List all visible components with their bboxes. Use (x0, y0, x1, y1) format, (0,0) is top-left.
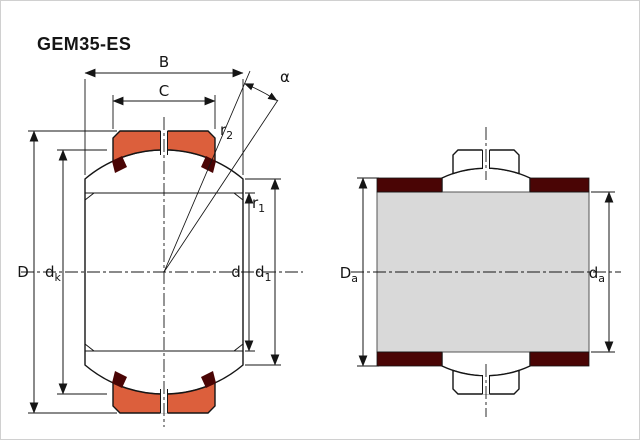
abutment-ring-top-right (529, 177, 590, 193)
dim-da: da (589, 191, 615, 353)
dim-C: C (112, 82, 216, 129)
lube-hole-bottom-walls (160, 389, 168, 413)
abutment-ring-bottom-left (376, 351, 443, 367)
dim-alpha-label: α (280, 68, 290, 86)
dim-d1: d1 (245, 178, 281, 366)
dim-dk-label: dk (45, 263, 62, 284)
abutment-ring-top-left (376, 177, 443, 193)
dim-d1-label: d1 (255, 263, 272, 284)
lube-hole-bottom (160, 388, 168, 414)
dim-d-label: d (231, 263, 241, 281)
mounted-lube-hole-bottom (482, 374, 490, 395)
lube-hole-top-walls (160, 131, 168, 155)
dim-B-extensions (84, 79, 244, 175)
dim-alpha: α (163, 68, 290, 273)
misalignment-lines (163, 70, 279, 273)
dim-dk: dk (45, 149, 107, 395)
dim-Da: Da (340, 177, 379, 367)
seal-bottom-left (112, 371, 127, 388)
dim-B: B (84, 53, 244, 175)
abutment-ring-bottom-right (529, 351, 590, 367)
seal-top-left (112, 156, 127, 173)
dim-r1-label: r1 (252, 194, 265, 215)
mounted-lube-hole-top-walls (482, 150, 490, 169)
dim-D: D (17, 130, 117, 414)
dim-Da-label: Da (340, 264, 358, 285)
right-mounting-figure (351, 127, 621, 417)
mounted-lube-hole-bottom-walls (482, 375, 490, 394)
dim-C-label: C (159, 82, 169, 100)
dim-r2-label: r2 (220, 121, 233, 142)
dim-da-label: da (589, 264, 605, 285)
dim-d: d (231, 192, 255, 352)
dim-B-label: B (159, 53, 169, 71)
right-dimensions: Da da (340, 177, 615, 367)
dim-D-label: D (17, 263, 29, 281)
seal-bottom-right (201, 371, 216, 388)
left-dimensions: B C α r2 r1 D dk d (17, 53, 290, 414)
dim-D-extensions (28, 130, 117, 414)
alpha-arc (244, 83, 278, 101)
page-title: GEM35-ES (37, 34, 131, 54)
bore-chamfers (84, 192, 244, 352)
